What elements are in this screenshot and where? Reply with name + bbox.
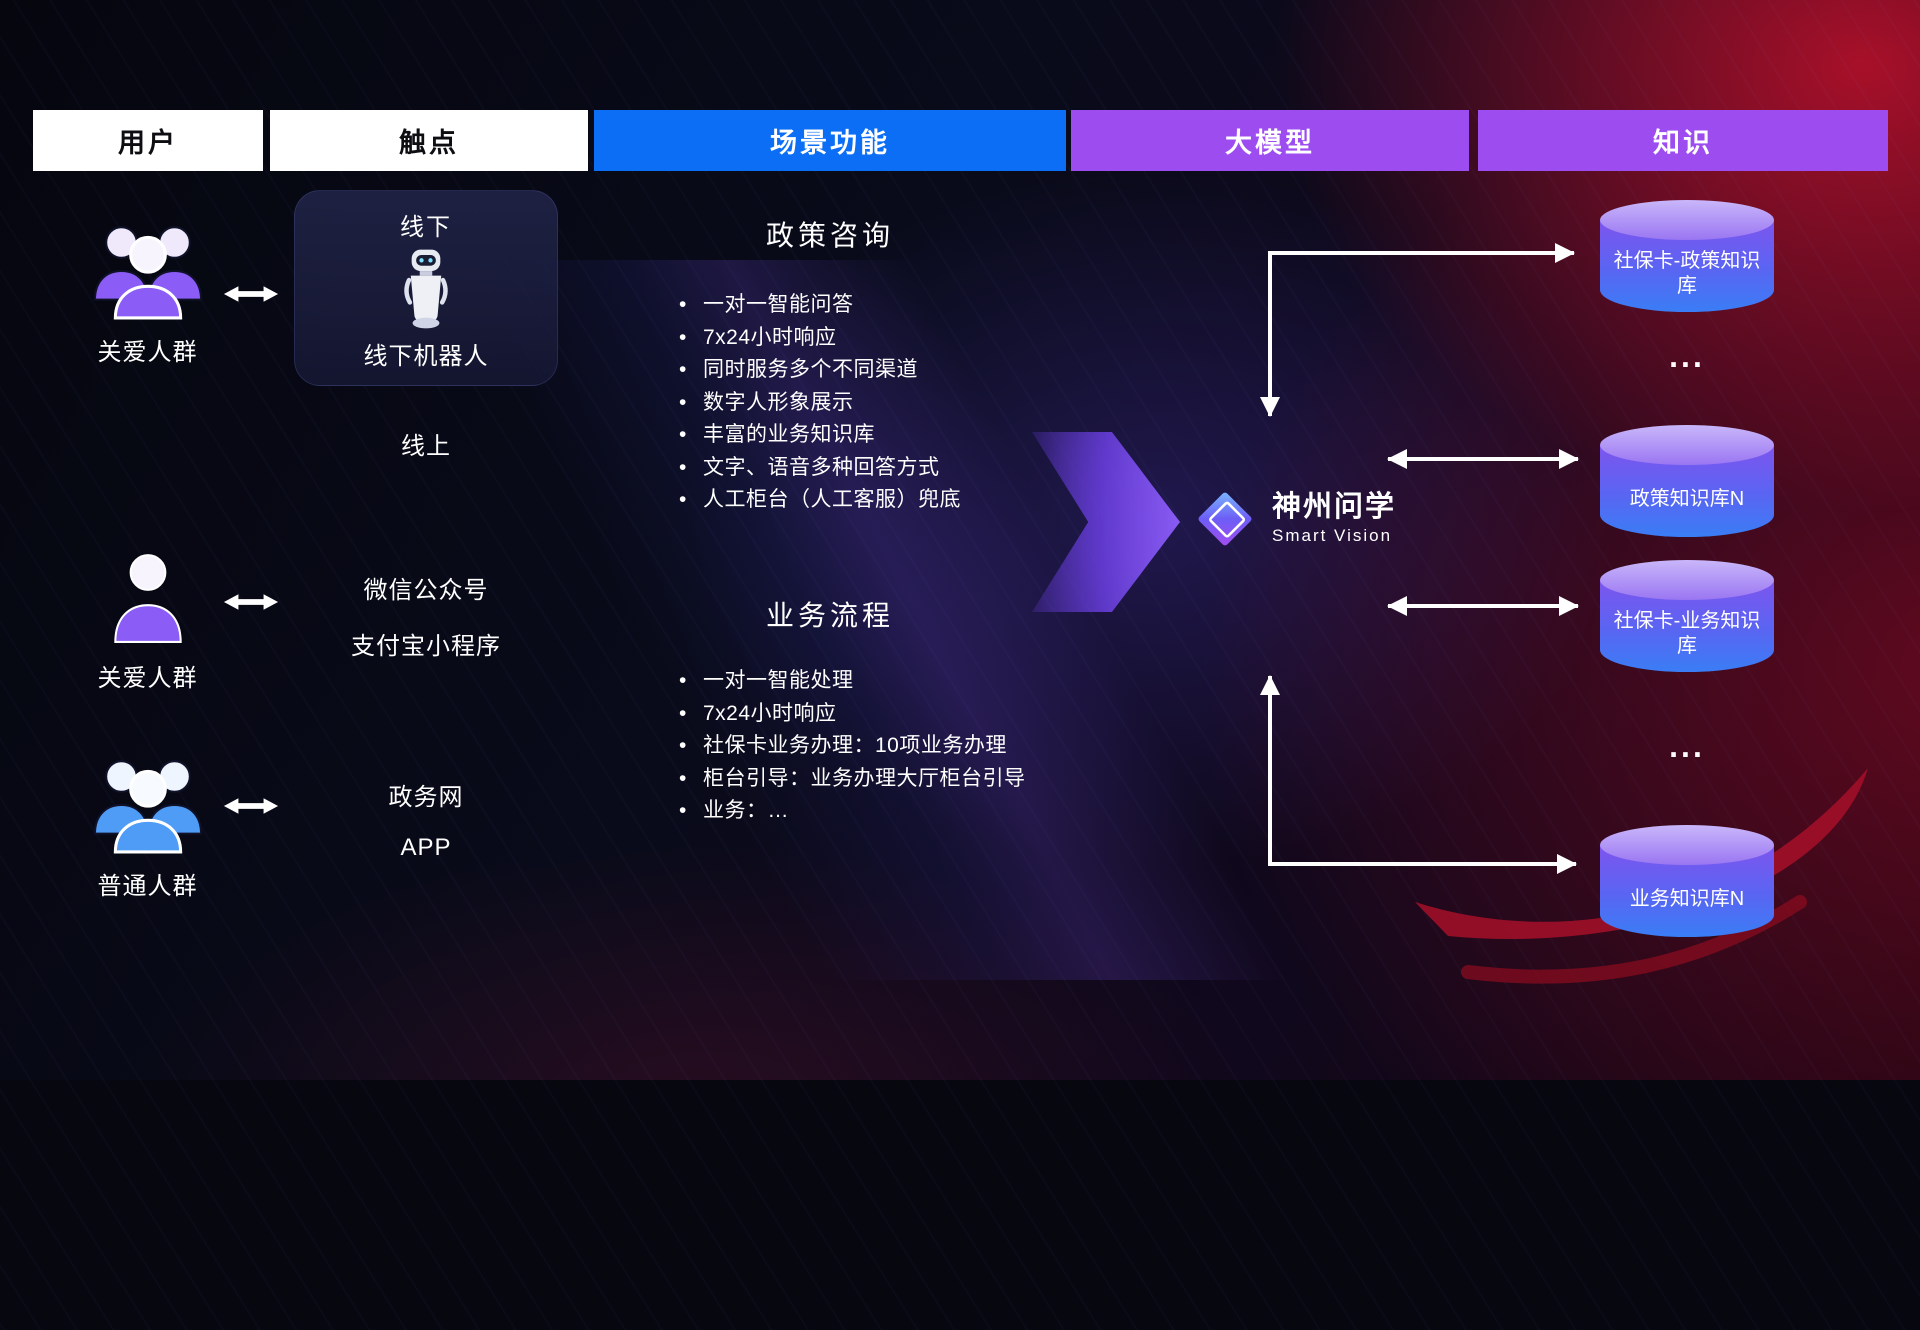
bullet-item: 数字人形象展示: [677, 387, 961, 420]
offline-title: 线下: [400, 214, 452, 241]
cylinder-top: [1600, 200, 1774, 240]
user-label: 关爱人群: [97, 339, 198, 366]
header-knowledge-label: 知识: [1653, 128, 1713, 158]
offline-robot-card: 线下 线下机器人: [294, 190, 558, 386]
touchpoint-app: APP: [400, 834, 452, 861]
bullet-item: 柜台引导：业务办理大厅柜台引导: [677, 763, 1026, 796]
bullet-text: 一对一智能处理: [703, 669, 854, 692]
bullet-text: 文字、语音多种回答方式: [703, 455, 940, 479]
cylinder-top: [1600, 425, 1774, 465]
person-icon: [113, 554, 182, 643]
bullet-item: 文字、语音多种回答方式: [677, 452, 961, 485]
diamond-logo-icon: [1198, 492, 1252, 546]
header-users: 用户: [33, 110, 263, 171]
db-label: 业务知识库N: [1629, 887, 1745, 910]
scenario-title-business: 业务流程: [765, 600, 894, 631]
bullet-text: 社保卡业务办理：10项业务办理: [703, 734, 1007, 757]
bullet-item: 一对一智能处理: [677, 665, 1026, 698]
bullet-item: 同时服务多个不同渠道: [677, 354, 961, 387]
user-group-ordinary: 普通人群: [60, 752, 235, 901]
bullet-text: 人工柜台（人工客服）兜底: [703, 488, 961, 511]
bullet-item: 7x24小时响应: [677, 698, 1026, 731]
user-single-care: 关爱人群: [60, 548, 235, 693]
bullet-text: 7x24小时响应: [703, 701, 837, 725]
knowledge-db-policy-n: 政策知识库N: [1600, 425, 1774, 537]
knowledge-db-business-sscard: 社保卡-业务知识库: [1600, 560, 1774, 672]
touchpoint-wechat: 微信公众号: [363, 577, 489, 604]
header-users-label: 用户: [118, 128, 178, 158]
policy-feature-list: 一对一智能问答 7x24小时响应 同时服务多个不同渠道 数字人形象展示 丰富的业…: [677, 289, 961, 517]
cylinder-top: [1600, 825, 1774, 865]
bullet-text: 丰富的业务知识库: [703, 423, 875, 446]
bullet-item: 人工柜台（人工客服）兜底: [677, 484, 961, 517]
model-logo-text: 神州问学 Smart Vision: [1272, 491, 1397, 546]
knowledge-ellipsis-top: ...: [1669, 338, 1705, 374]
group-people-icon: [93, 226, 202, 320]
business-feature-list: 一对一智能处理 7x24小时响应 社保卡业务办理：10项业务办理 柜台引导：业务…: [677, 665, 1026, 828]
touchpoint-gov-web: 政务网: [388, 784, 464, 811]
model-subtitle: Smart Vision: [1272, 526, 1393, 546]
bullet-item: 一对一智能问答: [677, 289, 961, 322]
bullet-text: 一对一智能问答: [703, 293, 854, 316]
db-label: 社保卡-业务知识库: [1613, 610, 1761, 657]
db-label: 政策知识库N: [1629, 487, 1745, 510]
bullet-item: 社保卡业务办理：10项业务办理: [677, 730, 1026, 763]
double-arrow-icon: [223, 798, 279, 814]
bullet-text: 柜台引导：业务办理大厅柜台引导: [703, 766, 1026, 790]
knowledge-db-policy-sscard: 社保卡-政策知识库: [1600, 200, 1774, 312]
knowledge-ellipsis-bottom: ...: [1669, 728, 1705, 764]
header-touchpoints: 触点: [270, 110, 588, 171]
offline-robot-label: 线下机器人: [363, 343, 489, 370]
double-arrow-icon: [223, 286, 279, 302]
header-scenarios-label: 场景功能: [770, 128, 890, 158]
bullet-text: 同时服务多个不同渠道: [703, 358, 918, 381]
connector-arrows: [1260, 243, 1579, 874]
scenario-title-policy: 政策咨询: [765, 220, 894, 251]
model-logo: 神州问学 Smart Vision: [1192, 486, 1396, 552]
header-scenarios: 场景功能: [594, 110, 1066, 171]
header-knowledge: 知识: [1478, 110, 1888, 171]
online-title: 线上: [401, 433, 451, 460]
knowledge-db-business-n: 业务知识库N: [1600, 825, 1774, 937]
bullet-text: 业务：…: [703, 799, 789, 822]
cylinder-top: [1600, 560, 1774, 600]
user-label: 关爱人群: [97, 665, 198, 692]
header-model-label: 大模型: [1225, 128, 1315, 158]
bullet-item: 7x24小时响应: [677, 322, 961, 355]
bullet-item: 业务：…: [677, 795, 1026, 828]
model-name: 神州问学: [1272, 491, 1397, 524]
user-group-care-1: 关爱人群: [60, 218, 235, 367]
bullet-item: 丰富的业务知识库: [677, 419, 961, 452]
group-people-icon: [93, 760, 202, 854]
db-label: 社保卡-政策知识库: [1613, 250, 1761, 297]
double-arrow-icon: [223, 594, 279, 610]
bullet-text: 7x24小时响应: [703, 325, 837, 349]
header-model: 大模型: [1071, 110, 1469, 171]
bullet-text: 数字人形象展示: [703, 390, 854, 414]
header-touchpoints-label: 触点: [399, 128, 459, 158]
user-label: 普通人群: [97, 873, 198, 900]
touchpoint-alipay: 支付宝小程序: [351, 633, 501, 660]
robot-icon: [404, 249, 448, 329]
